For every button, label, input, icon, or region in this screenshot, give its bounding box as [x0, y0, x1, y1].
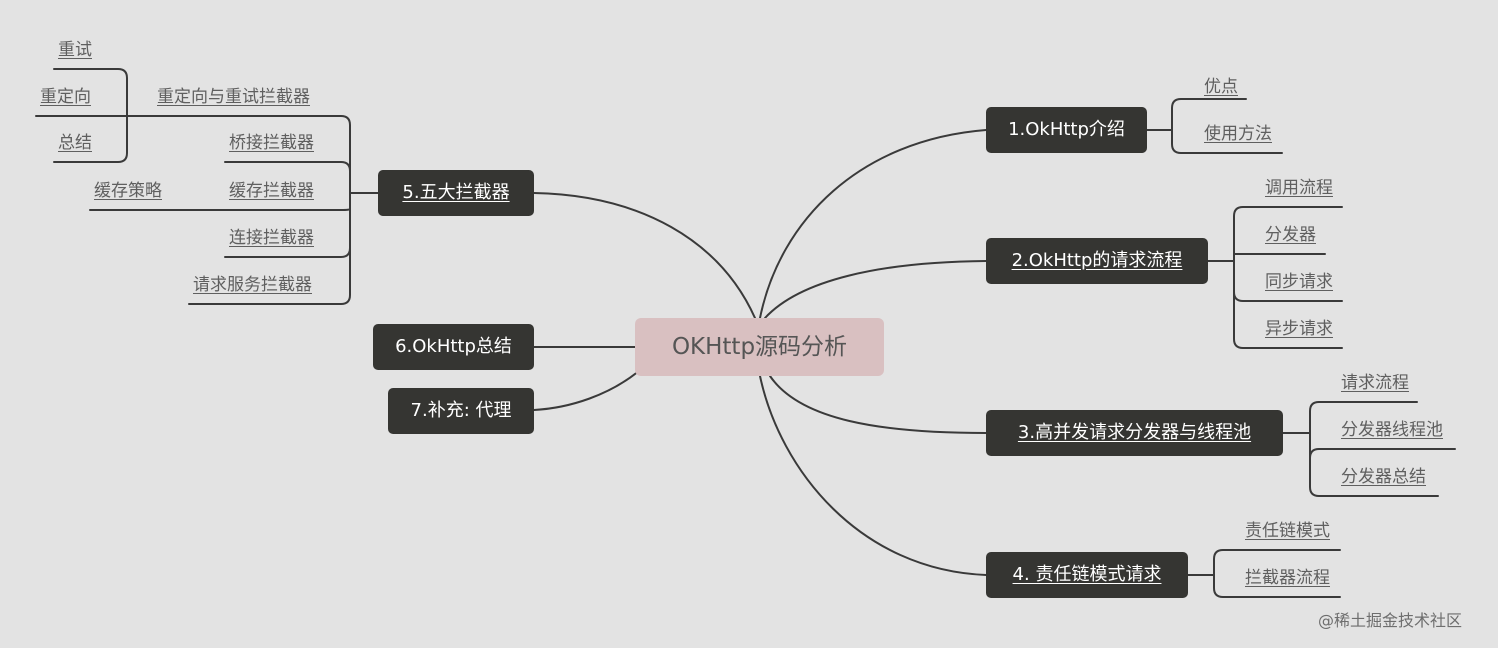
branch-okhttp-summary[interactable]: 6.OkHttp总结	[373, 324, 534, 370]
branch-dispatcher-threadpool[interactable]: 3.高并发请求分发器与线程池	[986, 410, 1283, 456]
leaf-usage[interactable]: 使用方法	[1204, 124, 1272, 144]
branch-label: 2.OkHttp的请求流程	[1011, 250, 1183, 271]
leaf-retry-redirect-interceptor[interactable]: 重定向与重试拦截器	[157, 87, 310, 107]
leaf-bridge-interceptor[interactable]: 桥接拦截器	[229, 133, 314, 153]
branch-label: 5.五大拦截器	[402, 182, 510, 203]
branch-label: 3.高并发请求分发器与线程池	[1017, 422, 1252, 443]
branch-five-interceptors[interactable]: 5.五大拦截器	[378, 170, 534, 216]
leaf-advantages[interactable]: 优点	[1204, 77, 1238, 97]
watermark-text: @稀土掘金技术社区	[1318, 611, 1463, 630]
leaf-sync-request[interactable]: 同步请求	[1265, 272, 1333, 292]
leaf-summary[interactable]: 总结	[58, 133, 92, 153]
leaf-retry[interactable]: 重试	[58, 40, 92, 60]
branch-label: 6.OkHttp总结	[395, 336, 512, 357]
leaf-call-flow[interactable]: 调用流程	[1265, 178, 1333, 198]
branch-label: 4. 责任链模式请求	[1012, 564, 1162, 585]
branch-request-flow[interactable]: 2.OkHttp的请求流程	[986, 238, 1208, 284]
branch-label: 1.OkHttp介绍	[1008, 119, 1125, 140]
branch-chain-of-responsibility[interactable]: 4. 责任链模式请求	[986, 552, 1188, 598]
branch-okhttp-intro[interactable]: 1.OkHttp介绍	[986, 107, 1147, 153]
leaf-connect-interceptor[interactable]: 连接拦截器	[229, 228, 314, 248]
leaf-dispatcher[interactable]: 分发器	[1265, 225, 1316, 245]
leaf-callserver-interceptor[interactable]: 请求服务拦截器	[193, 275, 312, 295]
leaf-async-request[interactable]: 异步请求	[1265, 319, 1333, 339]
leaf-redirect[interactable]: 重定向	[40, 87, 91, 107]
leaf-request-flow[interactable]: 请求流程	[1341, 373, 1409, 393]
branch-supplement-proxy[interactable]: 7.补充: 代理	[388, 388, 534, 434]
leaf-cache-strategy[interactable]: 缓存策略	[94, 181, 162, 201]
leaf-cache-interceptor[interactable]: 缓存拦截器	[229, 181, 314, 201]
root-node[interactable]: OKHttp源码分析	[635, 318, 884, 376]
leaf-interceptor-flow[interactable]: 拦截器流程	[1245, 568, 1330, 588]
branch-label: 7.补充: 代理	[410, 400, 512, 421]
leaf-dispatcher-threadpool[interactable]: 分发器线程池	[1341, 420, 1443, 440]
leaf-dispatcher-summary[interactable]: 分发器总结	[1341, 467, 1426, 487]
leaf-chain-pattern[interactable]: 责任链模式	[1245, 521, 1330, 541]
root-label: OKHttp源码分析	[671, 334, 848, 360]
